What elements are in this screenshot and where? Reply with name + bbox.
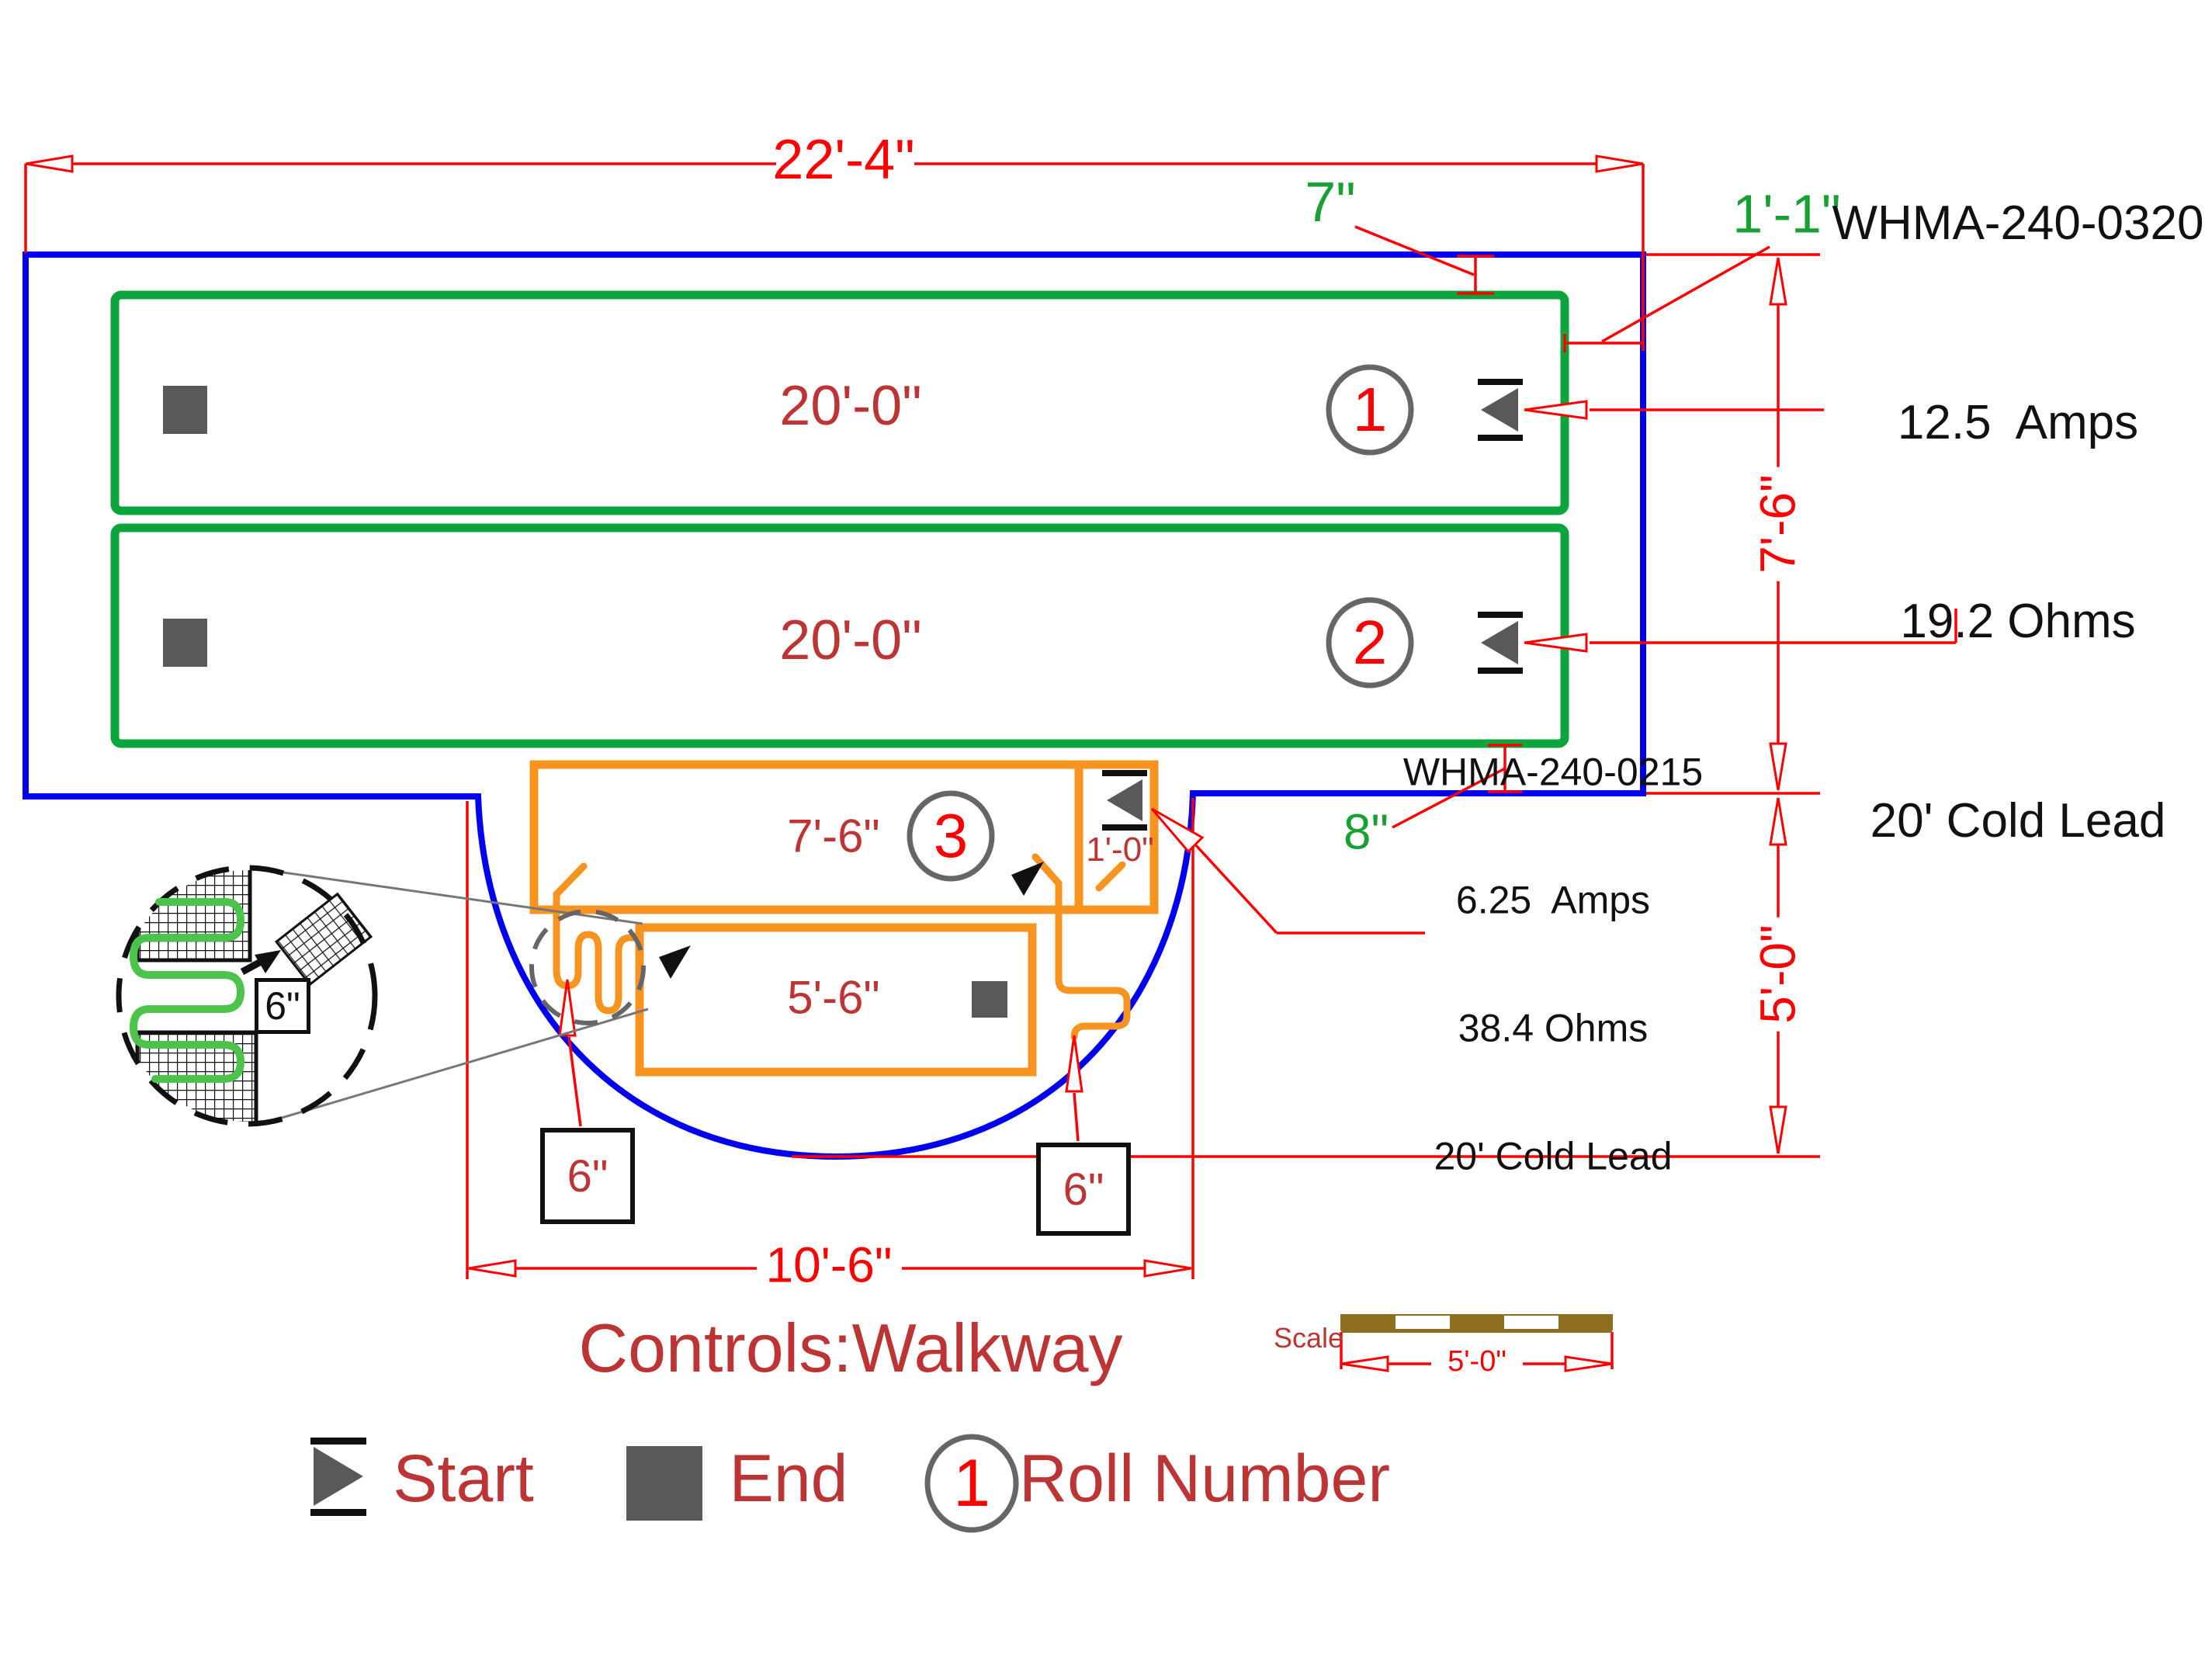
detail-source-circle: [529, 909, 646, 1025]
right-spacing-box: 6": [1036, 1143, 1131, 1236]
mat-roll3-lower-outline: [635, 923, 1037, 1077]
legend-roll-digit: 1: [953, 1445, 990, 1521]
legend-roll-label: Roll Number: [1019, 1441, 1390, 1516]
roll2-circle: [1326, 597, 1414, 689]
end-marker-roll3: [972, 981, 1007, 1018]
dim-bulge-width: 10'-6": [759, 1239, 899, 1292]
mat-roll2-outline: [110, 523, 1569, 748]
legend-start-label: Start: [393, 1441, 534, 1516]
mat1-length-label: 20'-0": [779, 375, 922, 438]
scale-label: Scale: [1273, 1322, 1344, 1354]
start-marker-roll1: [1478, 379, 1523, 441]
callout-line-bottom: [273, 1008, 649, 1122]
roll1-circle: [1326, 364, 1414, 456]
start-marker-roll2: [1478, 612, 1523, 674]
product-small-note: WHMA-240-0215 6.25 Amps 38.4 Ohms 20' Co…: [1403, 666, 1703, 1221]
legend-roll-circle: [924, 1434, 1019, 1533]
dim-top-gap: 7": [1305, 172, 1356, 234]
product-small-lead: 20' Cold Lead: [1434, 1134, 1673, 1178]
start-marker-roll3: [1102, 770, 1147, 831]
product-large-lead: 20' Cold Lead: [1870, 793, 2166, 848]
callout-line-top: [261, 868, 643, 925]
detail-circle: [116, 865, 378, 1127]
mat3-upper-length-label: 7'-6": [787, 810, 880, 862]
roll3-wire-stub: [1095, 861, 1126, 892]
dim-overall-width: 22'-4": [772, 129, 915, 192]
product-large-model: WHMA-240-0320: [1832, 196, 2204, 251]
left-spacing-label: 6": [567, 1150, 608, 1202]
roll3-number: 3: [933, 801, 969, 870]
end-marker-roll1: [163, 386, 207, 434]
roll2-number: 2: [1352, 608, 1388, 677]
end-marker-roll2: [163, 619, 207, 667]
mat2-length-label: 20'-0": [779, 609, 922, 672]
detail-heating-wire: [129, 898, 245, 1083]
coldlead-section-label: 1'-0": [1086, 830, 1154, 869]
detail-spacing-label: 6": [265, 984, 300, 1028]
product-large-amps: 12.5 Amps: [1897, 395, 2139, 449]
roll3-wire-right: [1031, 853, 1131, 1041]
product-small-amps: 6.25 Amps: [1455, 878, 1651, 922]
roll3-circle: [907, 790, 995, 882]
legend-start-icon: [310, 1438, 366, 1516]
scale-bar: [1340, 1314, 1613, 1333]
drawing-title: Controls:Walkway: [578, 1309, 1123, 1386]
product-small-ohms: 38.4 Ohms: [1458, 1006, 1649, 1050]
product-small-model: WHMA-240-0215: [1402, 750, 1704, 794]
legend-end-label: End: [729, 1441, 848, 1516]
left-spacing-box: 6": [540, 1128, 635, 1224]
scale-length-label: 5'-0": [1448, 1345, 1506, 1379]
mat-roll1-outline: [110, 290, 1569, 515]
right-spacing-label: 6": [1063, 1164, 1104, 1215]
dimension-arrowheads: [25, 154, 1787, 1372]
roll1-number: 1: [1352, 375, 1388, 444]
detail-mesh-tilted: [274, 892, 373, 987]
mat3-lower-length-label: 5'-6": [787, 971, 880, 1024]
direction-arrows: [240, 862, 1044, 979]
dim-right-upper: 7'-6": [1749, 467, 1805, 581]
product-large-note: WHMA-240-0320 12.5 Amps 19.2 Ohms 20' Co…: [1832, 57, 2204, 921]
dim-right-lower: 5'-0": [1749, 917, 1805, 1032]
dim-right-gap: 1'-1": [1732, 183, 1841, 245]
mat-roll3-upper-outline: [529, 760, 1159, 914]
legend-end-icon: [626, 1446, 702, 1521]
dim-bottom-gap: 8": [1343, 803, 1389, 860]
detail-spacing-box: 6": [255, 978, 310, 1034]
product-large-ohms: 19.2 Ohms: [1900, 595, 2136, 649]
